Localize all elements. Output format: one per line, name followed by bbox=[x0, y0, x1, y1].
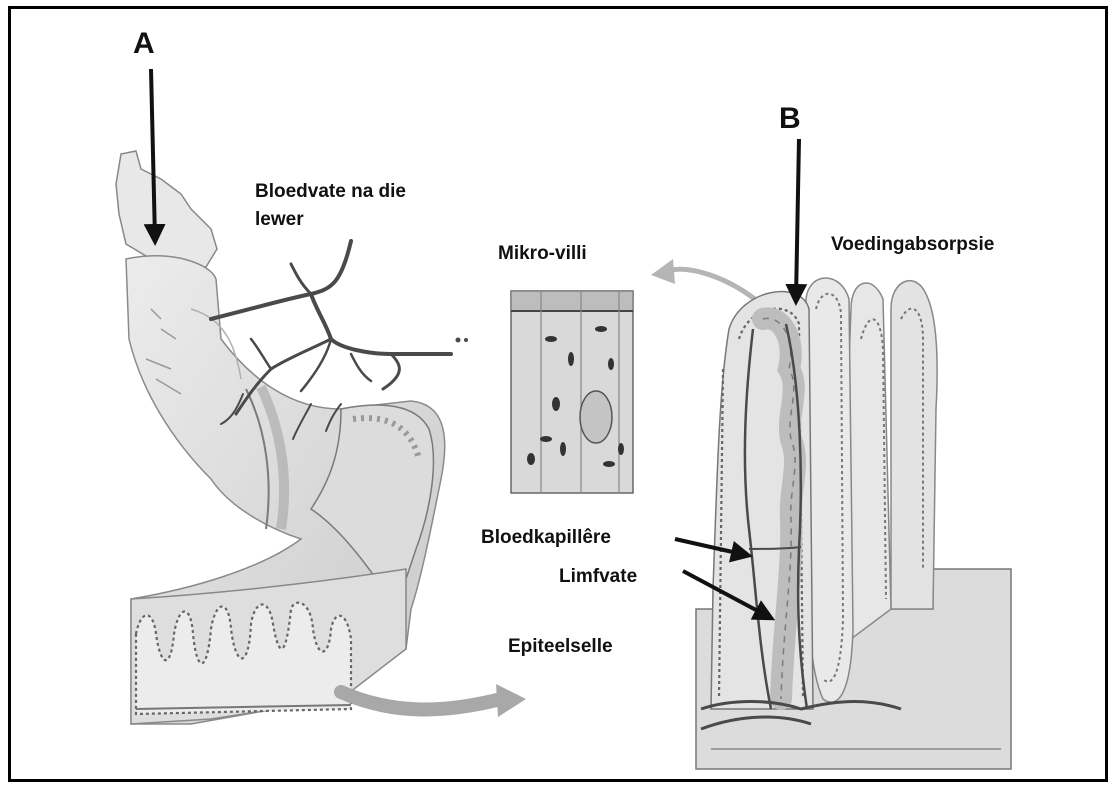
label-blood-vessels-liver-2: lewer bbox=[255, 209, 304, 231]
villus-back-1 bbox=[891, 281, 937, 609]
label-b: B bbox=[779, 102, 801, 137]
diagram-frame: A B Bloedvate na die lewer Mikro-villi V… bbox=[8, 6, 1108, 782]
arrow-b bbox=[796, 139, 799, 299]
villus-block bbox=[696, 278, 1011, 769]
label-nutrient-absorption: Voedingabsorpsie bbox=[831, 234, 994, 256]
grey-inset-arrow bbox=[666, 269, 761, 304]
small-intestine-illustration bbox=[116, 151, 526, 724]
label-a: A bbox=[133, 27, 155, 62]
microvilli-inset bbox=[511, 291, 633, 493]
villus-middle bbox=[806, 278, 853, 702]
intestine-villus-diagram bbox=[11, 9, 1105, 779]
label-blood-capillaries: Bloedkapillêre bbox=[481, 527, 611, 549]
label-microvilli: Mikro-villi bbox=[498, 243, 587, 265]
grey-arrow bbox=[341, 692, 501, 709]
label-lymph-vessels: Limfvate bbox=[559, 566, 637, 588]
intestine-torn-end bbox=[116, 151, 217, 267]
label-blood-vessels-liver-1: Bloedvate na die bbox=[255, 181, 406, 203]
label-epithelial-cells: Epiteelselle bbox=[508, 636, 613, 658]
